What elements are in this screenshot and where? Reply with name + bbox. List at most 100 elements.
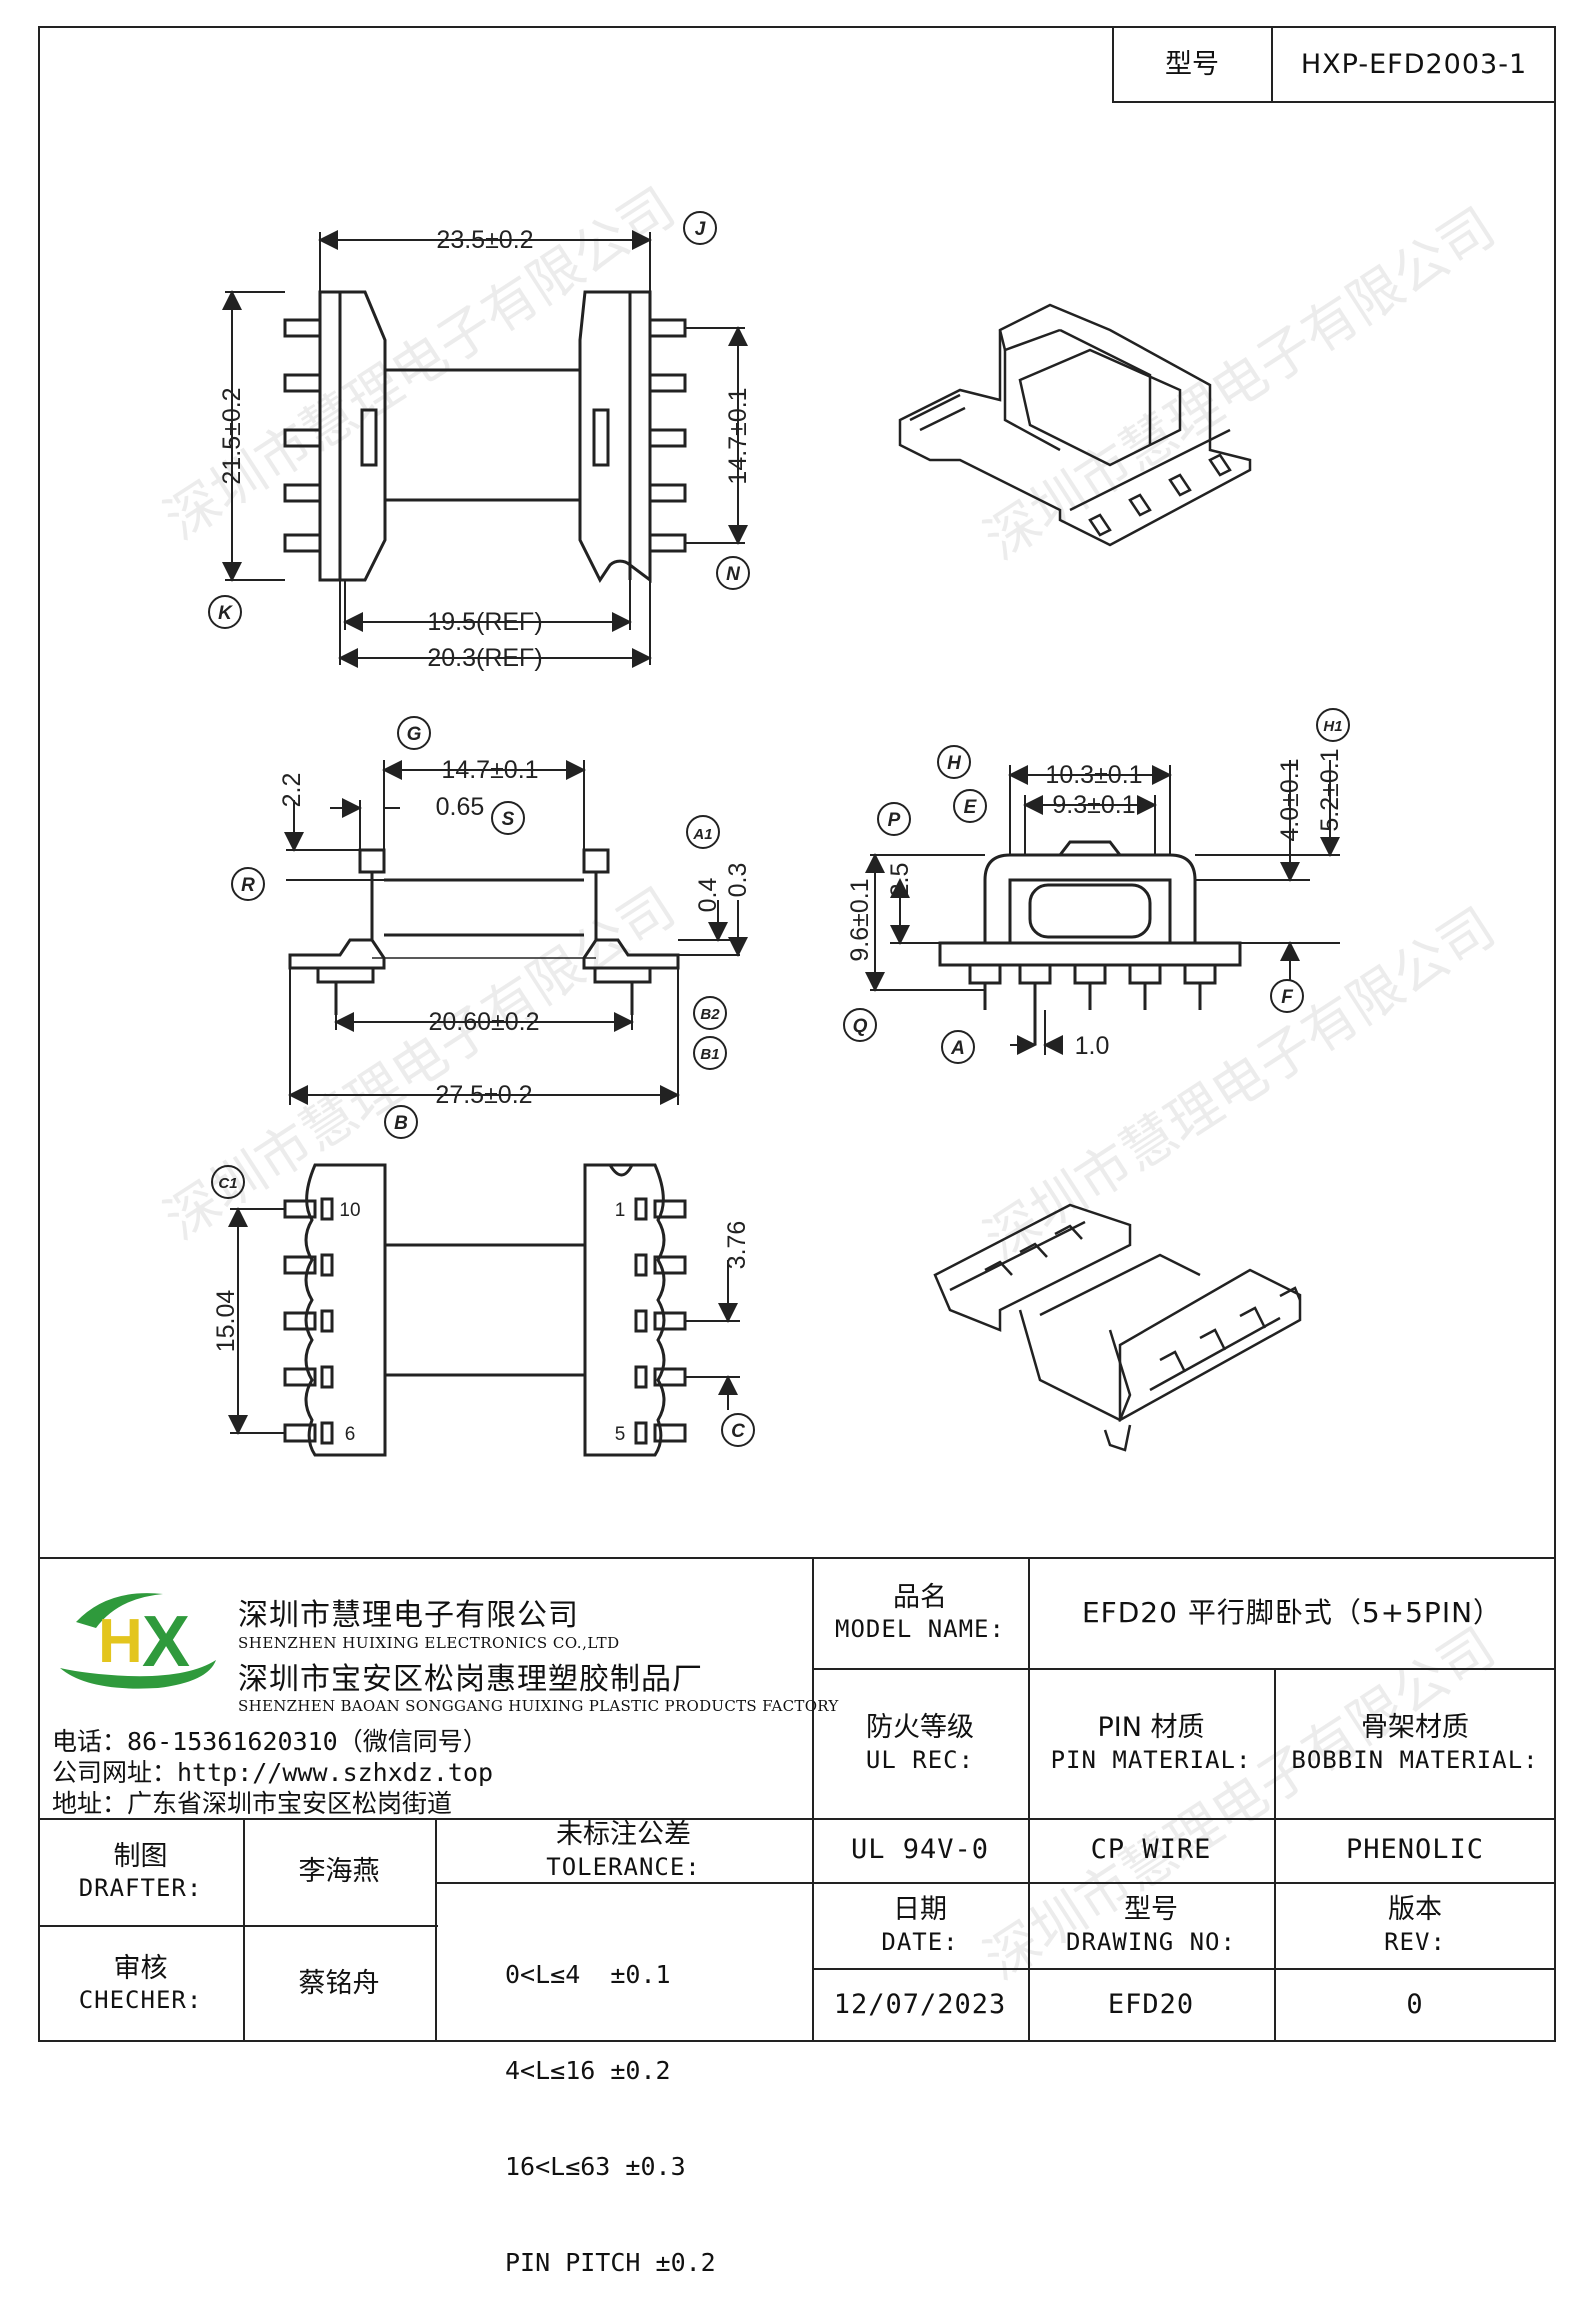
ref-label-C1: C1 bbox=[211, 1165, 245, 1199]
bobbin-material-label: 骨架材质 BOBBIN MATERIAL: bbox=[1274, 1668, 1556, 1818]
dim-front-h2: 5.2±0.1 bbox=[1316, 748, 1344, 831]
titleblock-divider bbox=[435, 1818, 437, 2042]
company-address: 地址：广东省深圳市宝安区松岗街道 bbox=[52, 1789, 453, 1818]
ref-label-F: F bbox=[1270, 979, 1304, 1013]
titleblock-divider bbox=[1274, 1668, 1276, 2042]
front-view bbox=[938, 840, 1242, 1045]
pin-material-en: PIN MATERIAL: bbox=[1050, 1745, 1252, 1774]
svg-text:A: A bbox=[950, 1038, 965, 1059]
ref-label-B1: B1 bbox=[693, 1036, 727, 1070]
model-value: HXP-EFD2003-1 bbox=[1300, 48, 1528, 80]
ref-label-A: A bbox=[941, 1030, 975, 1064]
ref-label-H: H bbox=[937, 745, 971, 779]
drawing-no-cn: 型号 bbox=[1124, 1894, 1178, 1926]
product-name-cn: 品名 bbox=[893, 1581, 947, 1613]
svg-text:G: G bbox=[407, 724, 422, 745]
dim-front-h1: 4.0±0.1 bbox=[1276, 758, 1304, 841]
ref-label-B: B bbox=[384, 1105, 418, 1139]
dim-ref2: 20.3(REF) bbox=[427, 644, 542, 672]
ref-label-C: C bbox=[721, 1413, 755, 1447]
company-logo: H X bbox=[60, 1593, 216, 1689]
svg-text:B1: B1 bbox=[700, 1046, 719, 1063]
dim-side-gap2: 0.3 bbox=[724, 863, 752, 898]
bobbin-material-cn: 骨架材质 bbox=[1361, 1712, 1469, 1744]
date-en: DATE: bbox=[881, 1927, 959, 1956]
svg-text:A1: A1 bbox=[692, 826, 712, 843]
fire-rating-en: UL REC: bbox=[865, 1745, 975, 1774]
ref-label-H1: H1 bbox=[1316, 708, 1350, 742]
dim-pin-span: 14.7±0.1 bbox=[724, 387, 752, 484]
logo-swoosh bbox=[60, 1660, 216, 1689]
pin-material-value: CP WIRE bbox=[1090, 1834, 1212, 1866]
dim-front-inner: 9.3±0.1 bbox=[1052, 791, 1135, 819]
dim-front-outer: 10.3±0.1 bbox=[1045, 761, 1142, 789]
tolerance-en: TOLERANCE: bbox=[546, 1852, 701, 1881]
checker-value: 蔡铭舟 bbox=[298, 1967, 380, 1999]
model-label: 型号 bbox=[1165, 48, 1219, 80]
titleblock-line bbox=[38, 1818, 1556, 1820]
top-view bbox=[283, 290, 687, 583]
pin-number: 10 bbox=[339, 1200, 360, 1221]
ref-label-G: G bbox=[397, 716, 431, 750]
dim-front-height: 9.6±0.1 bbox=[846, 878, 874, 961]
side-view bbox=[288, 848, 680, 1015]
date-cn: 日期 bbox=[893, 1894, 947, 1926]
ref-label-J: J bbox=[683, 211, 717, 245]
drawing-no-en: DRAWING NO: bbox=[1066, 1927, 1236, 1956]
model-header-box bbox=[1112, 26, 1556, 103]
logo-x: X bbox=[142, 1602, 190, 1682]
dim-top-width: 23.5±0.2 bbox=[436, 226, 533, 254]
dim-bottom-pitch: 3.76 bbox=[723, 1221, 751, 1270]
product-name-en: MODEL NAME: bbox=[835, 1615, 1005, 1644]
ref-label-P: P bbox=[877, 802, 911, 836]
ref-label-K: K bbox=[208, 595, 242, 629]
ref-label-N: N bbox=[716, 556, 750, 590]
drafter-en: DRAFTER: bbox=[78, 1874, 203, 1903]
product-name-value: EFD20 平行脚卧式（5+5PIN） bbox=[1081, 1596, 1503, 1629]
drafter-value: 李海燕 bbox=[298, 1855, 380, 1887]
tolerance-line: 0<L≤4 ±0.1 bbox=[505, 1960, 671, 1989]
ref-label-A1: A1 bbox=[686, 815, 720, 849]
svg-text:R: R bbox=[241, 875, 255, 896]
company-website[interactable]: 公司网址：http://www.szhxdz.top bbox=[52, 1758, 494, 1787]
svg-text:C: C bbox=[731, 1421, 745, 1442]
svg-text:Q: Q bbox=[853, 1016, 868, 1037]
date-value: 12/07/2023 bbox=[833, 1989, 1007, 2021]
checker-en: CHECHER: bbox=[78, 1986, 203, 2015]
checker-label: 审核 CHECHER: bbox=[38, 1925, 243, 2042]
header-divider bbox=[1271, 26, 1273, 103]
logo-h: H bbox=[98, 1607, 143, 1676]
tolerance-line: 4<L≤16 ±0.2 bbox=[505, 2056, 671, 2085]
pin-material-label: PIN 材质 PIN MATERIAL: bbox=[1028, 1668, 1274, 1818]
dim-side-slot: 0.65 bbox=[436, 793, 485, 821]
titleblock-line bbox=[38, 1925, 438, 1927]
svg-text:H1: H1 bbox=[1323, 718, 1342, 735]
dim-ref1: 19.5(REF) bbox=[427, 608, 542, 636]
fire-rating-label: 防火等级 UL REC: bbox=[812, 1668, 1028, 1818]
revision-label: 版本 REV: bbox=[1274, 1882, 1556, 1968]
svg-text:K: K bbox=[218, 603, 233, 624]
tolerance-cn: 未标注公差 bbox=[556, 1819, 691, 1851]
dim-bottom-height: 15.04 bbox=[212, 1290, 240, 1353]
bobbin-material-en: BOBBIN MATERIAL: bbox=[1291, 1745, 1539, 1774]
drafter-label: 制图 DRAFTER: bbox=[38, 1818, 243, 1925]
fire-rating-value: UL 94V-0 bbox=[850, 1834, 990, 1866]
svg-text:F: F bbox=[1281, 987, 1294, 1008]
pin-number: 6 bbox=[345, 1424, 356, 1445]
factory-name-cn: 深圳市宝安区松岗惠理塑胶制品厂 bbox=[238, 1662, 703, 1697]
company-phone: 电话：86-15361620310（微信同号） bbox=[52, 1727, 488, 1756]
pin-number: 5 bbox=[615, 1424, 626, 1445]
dim-front-a: 1.0 bbox=[1075, 1032, 1110, 1060]
factory-name-en: SHENZHEN BAOAN SONGGANG HUIXING PLASTIC … bbox=[238, 1697, 839, 1715]
bobbin-material-value: PHENOLIC bbox=[1345, 1834, 1485, 1866]
svg-text:P: P bbox=[888, 810, 901, 831]
ref-label-E: E bbox=[953, 789, 987, 823]
titleblock-divider bbox=[243, 1818, 245, 2042]
ref-label-B2: B2 bbox=[693, 996, 727, 1030]
titleblock-line bbox=[812, 1668, 1556, 1670]
dim-side-gap1: 0.4 bbox=[694, 878, 722, 913]
drawing-no-value: EFD20 bbox=[1107, 1989, 1195, 2021]
svg-text:H: H bbox=[947, 753, 962, 774]
revision-cn: 版本 bbox=[1388, 1894, 1442, 1926]
ref-label-R: R bbox=[231, 867, 265, 901]
